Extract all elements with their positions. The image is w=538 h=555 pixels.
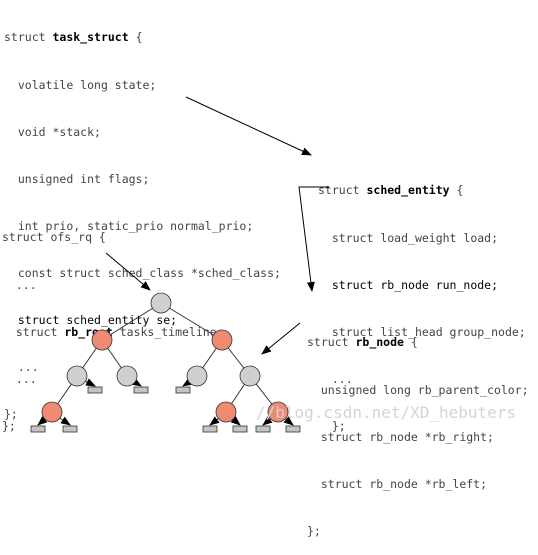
task-struct-ellipsis: ... (17, 360, 39, 375)
rb-node-field-left: struct rb_node *rb_left; (320, 476, 488, 491)
leaf-pointer-arrow (182, 377, 193, 387)
red-tree-node (267, 401, 289, 423)
leaf-pointer-arrow (209, 416, 220, 426)
task-struct-field-prio: int prio, static_prio normal_prio; (17, 218, 254, 233)
watermark: //blog.csdn.net/XD_hebuters (256, 403, 517, 422)
sched-entity-field-load: struct load_weight load; (331, 230, 499, 245)
red-tree-node (215, 401, 237, 423)
cfs-rq-close: }; (2, 418, 16, 433)
arrow-se-to-sched-entity (185, 96, 312, 156)
cfs-rq-ellipsis-top: ... (15, 277, 37, 292)
sched-entity-close: }; (331, 418, 346, 433)
sched-entity-code: struct sched_entity { struct load_weight… (318, 152, 526, 450)
nil-leaf (232, 425, 248, 433)
task-struct-header: struct task_struct { (4, 30, 143, 45)
sched-entity-field-run-node: struct rb_node run_node; (331, 277, 499, 292)
red-tree-node (41, 401, 63, 423)
nil-leaf (255, 425, 271, 433)
rb-node-field-parent-color: unsigned long rb_parent_color; (320, 382, 529, 397)
task-struct-field-state: volatile long state; (17, 77, 157, 92)
task-struct-field-stack: void *stack; (17, 124, 101, 139)
nil-leaf (30, 425, 46, 433)
leaf-pointer-arrow (131, 377, 142, 387)
nil-leaf (285, 425, 301, 433)
tree-edge (101, 302, 162, 341)
black-tree-node (116, 365, 138, 387)
leaf-pointer-arrow (85, 378, 96, 387)
cfs-rq-ellipsis-bottom: ... (15, 371, 37, 386)
task-struct-close: }; (4, 407, 18, 422)
sched-entity-ellipsis: ... (331, 371, 353, 386)
leaf-pointer-arrow (283, 416, 294, 426)
nil-leaf (202, 425, 218, 433)
rb-node-close: }; (307, 523, 321, 538)
tree-edges (51, 302, 279, 413)
tree-nodes (41, 292, 289, 423)
arrow-run-node-to-rb-node (298, 186, 329, 292)
red-tree-node (211, 329, 233, 351)
cfs-rq-header: struct ofs_rq { (2, 230, 106, 245)
red-tree-node (91, 329, 113, 351)
black-tree-node (66, 365, 88, 387)
nil-leaf (87, 386, 103, 394)
sched-entity-field-group-node: struct list_head group_node; (331, 324, 526, 339)
tree-edge (160, 302, 223, 341)
black-tree-node (186, 365, 208, 387)
task-struct-field-sched-class: const struct sched_class *sched_class; (17, 265, 281, 280)
black-tree-node (239, 365, 261, 387)
leaf-pointer-arrow (59, 416, 71, 426)
task-struct-field-flags: unsigned int flags; (17, 171, 150, 186)
leaf-pointer-arrow (230, 416, 241, 426)
rb-node-header: struct rb_node { (307, 335, 418, 350)
tree-leaves (30, 377, 301, 433)
nil-leaf (133, 386, 149, 394)
task-struct-code: struct task_struct { volatile long state… (4, 0, 281, 439)
black-tree-node (150, 292, 172, 314)
arrow-rb-node-to-tree (261, 322, 301, 355)
arrow-rb-root-to-tree (105, 252, 151, 291)
rb-tree-diagram (30, 96, 329, 433)
leaf-pointer-arrow (37, 416, 48, 426)
cfs-rq-code: struct ofs_rq { ... struct rb_root tasks… (2, 199, 224, 450)
nil-leaf (62, 425, 78, 433)
nil-leaf (175, 386, 191, 394)
leaf-pointer-arrow (262, 416, 273, 426)
